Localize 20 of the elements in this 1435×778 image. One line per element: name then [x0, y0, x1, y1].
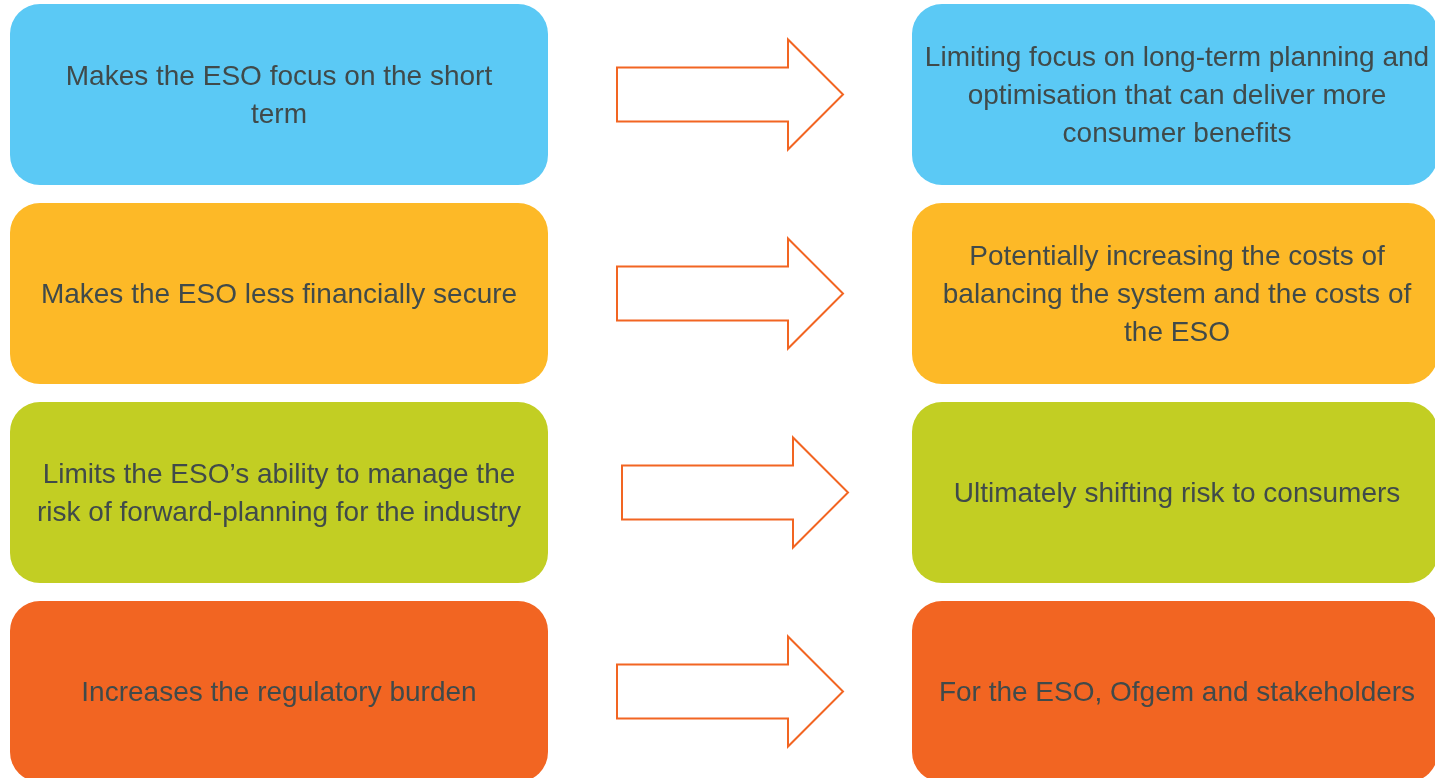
block-arrow — [621, 435, 850, 550]
rounded-box — [912, 402, 1435, 583]
block-arrow — [616, 634, 845, 749]
rounded-box — [10, 402, 548, 583]
rounded-box — [912, 203, 1435, 384]
block-arrow — [616, 236, 845, 351]
rounded-box — [10, 203, 548, 384]
block-arrow — [616, 37, 845, 152]
box-text: Increases the regulatory burden — [81, 674, 477, 709]
box-text: For the ESO, Ofgem and stakeholders — [938, 674, 1416, 709]
rounded-box — [912, 4, 1435, 185]
box-text: Makes the ESO focus on the short term — [64, 58, 494, 131]
box-text: Ultimately shifting risk to consumers — [953, 475, 1401, 510]
box-text: Limits the ESO’s ability to manage the risk of forward-planning for the industry — [36, 456, 522, 529]
box-text: Limiting focus on long-term planning and optimisation that can deliver more consumer benefits — [924, 39, 1430, 150]
rounded-box — [10, 4, 548, 185]
box-text: Potentially increasing the costs of balancing the system and the costs of the ESO — [941, 238, 1413, 349]
box-text: Makes the ESO less financially secure — [40, 276, 518, 311]
rounded-box — [10, 601, 548, 778]
rounded-box — [912, 601, 1435, 778]
